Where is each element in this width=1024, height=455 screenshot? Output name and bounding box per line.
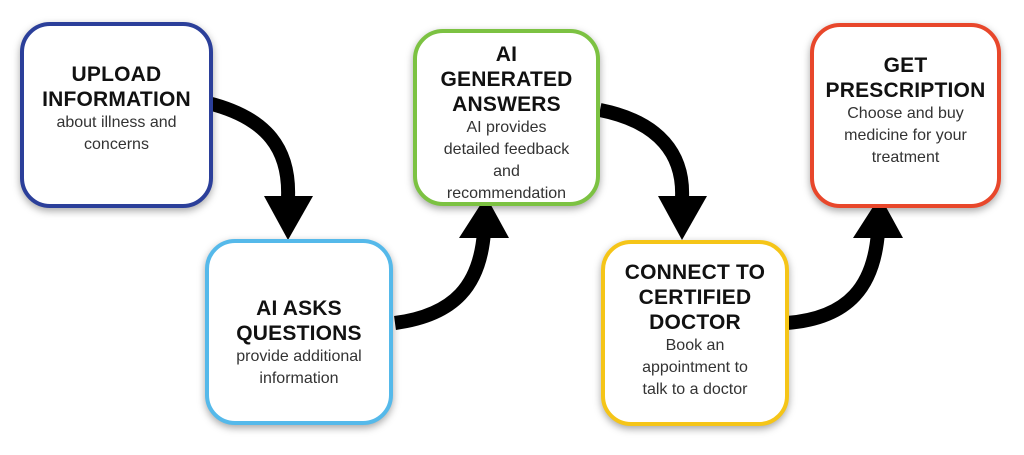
step-ai-asks-questions: AI ASKS QUESTIONS provide additional inf…: [205, 239, 393, 425]
arrow-connect-to-prescription: [786, 231, 885, 330]
arrowhead-2: [459, 196, 509, 238]
step-description: Book an appointment to talk to a doctor: [642, 337, 748, 398]
step-title: AI ASKS QUESTIONS: [236, 297, 362, 345]
step-title: AI GENERATED ANSWERS: [440, 43, 573, 116]
arrow-upload-to-asks: [206, 96, 296, 199]
arrow-generated-to-connect: [598, 103, 690, 199]
arrowhead-4: [853, 196, 903, 238]
step-description: about illness and concerns: [56, 114, 177, 153]
arrow-asks-to-generated: [394, 231, 491, 330]
step-ai-generated-answers: AI GENERATED ANSWERS AI provides detaile…: [413, 29, 600, 206]
arrowhead-3: [658, 196, 707, 240]
step-title: UPLOAD INFORMATION: [42, 63, 191, 111]
step-connect-to-certified-doctor: CONNECT TO CERTIFIED DOCTOR Book an appo…: [601, 240, 789, 426]
step-title: CONNECT TO CERTIFIED DOCTOR: [624, 261, 766, 334]
step-upload-information: UPLOAD INFORMATION about illness and con…: [20, 22, 213, 208]
arrowhead-1: [264, 196, 313, 240]
step-description: AI provides detailed feedback and recomm…: [443, 119, 570, 202]
step-get-prescription: GET PRESCRIPTION Choose and buy medicine…: [810, 23, 1001, 208]
step-description: Choose and buy medicine for your treatme…: [844, 105, 967, 166]
step-description: provide additional information: [236, 348, 362, 387]
step-title: GET PRESCRIPTION: [825, 54, 986, 102]
